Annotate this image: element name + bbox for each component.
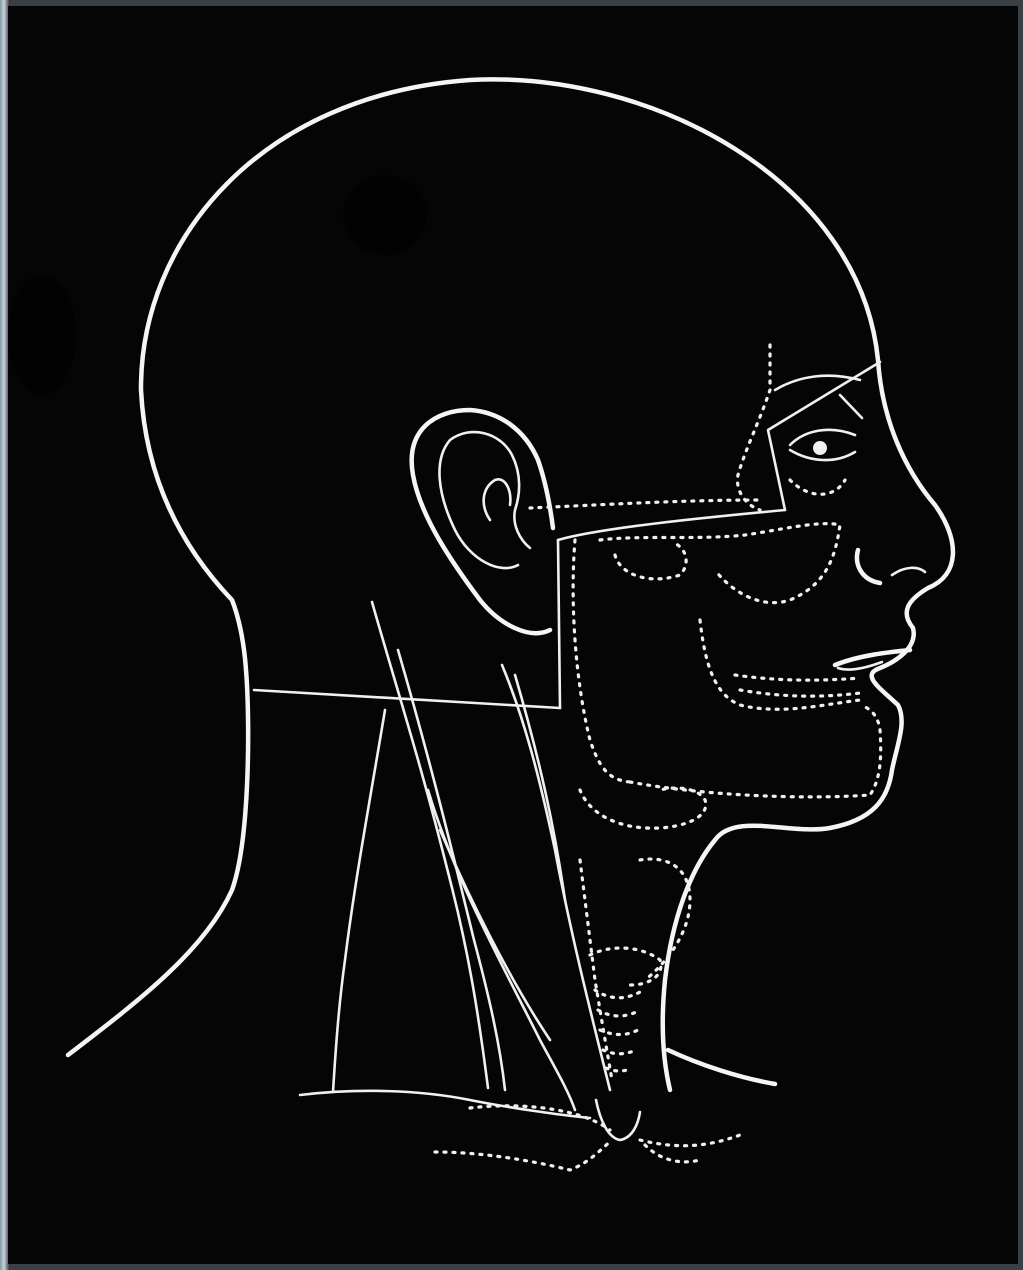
condyle-outline [615, 542, 686, 579]
zygomatic-line [558, 510, 785, 540]
neck-muscle-posterior [372, 602, 488, 1088]
maxillary-sinus-outline [600, 524, 840, 603]
eye-pupil [813, 441, 827, 455]
nose-ala [857, 550, 880, 583]
mandible-body-outline [630, 705, 881, 797]
ear-helix [412, 410, 553, 633]
orbit-dotted-outline [790, 480, 845, 494]
head-silhouette-outline [68, 79, 953, 1090]
ear-concha [484, 479, 511, 520]
mandible-ramus-outline [573, 540, 630, 782]
mandible-vertical-line [558, 540, 560, 708]
thyroid-outline [590, 948, 661, 985]
trapezius-line [333, 710, 385, 1092]
clavicle-line [668, 1050, 775, 1084]
neck-muscle-strand [440, 830, 550, 1040]
sternocleidomastoid [502, 665, 610, 1090]
plate-blotch [343, 175, 427, 255]
oral-cavity-outline [735, 675, 860, 696]
shoulder-line [300, 1091, 590, 1118]
sternal-notch [596, 1100, 640, 1140]
clavicle-dotted-outline [470, 1106, 740, 1146]
temporal-fossa-outline [737, 345, 770, 510]
plate-blotch [8, 275, 76, 395]
larynx-outline [580, 859, 690, 1080]
nostril [892, 568, 925, 575]
neck-muscle-strand [398, 650, 505, 1090]
hyoid-outline [580, 788, 706, 828]
zygomatic-arch-outline [530, 500, 760, 508]
